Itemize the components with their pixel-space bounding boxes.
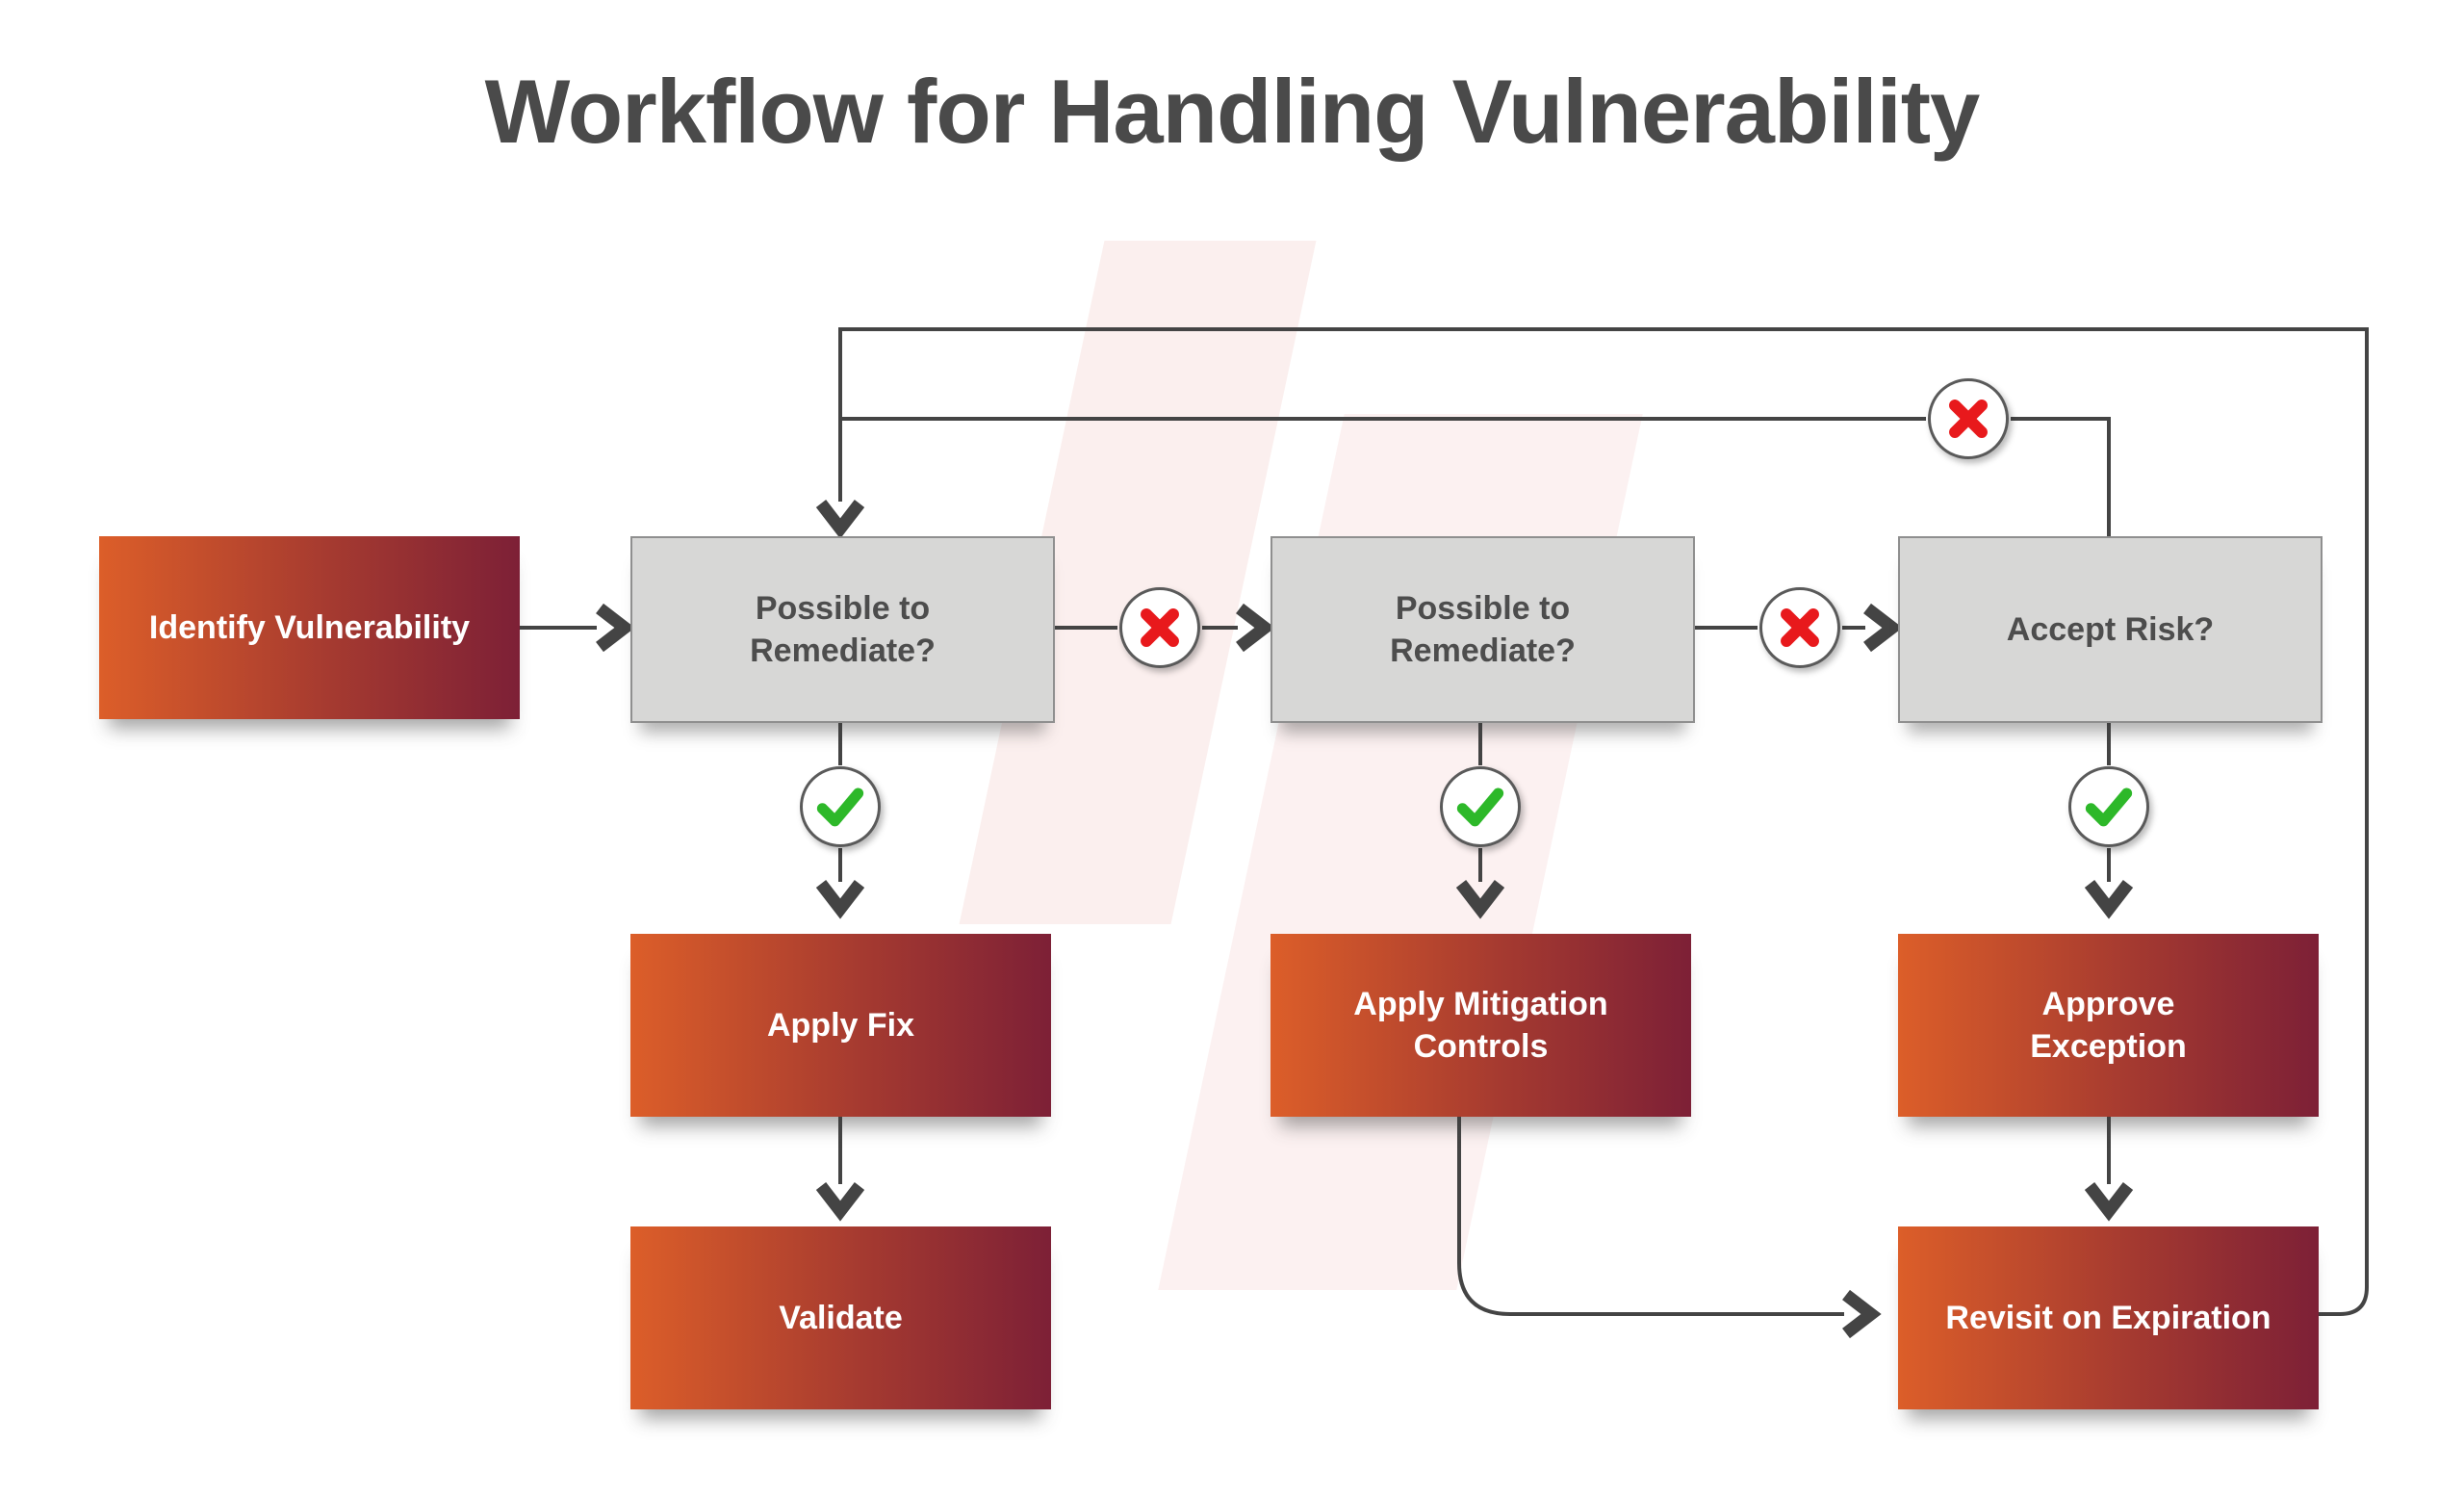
- arrowhead-into-accept: [1863, 603, 1903, 653]
- arrowhead-into-possible1: [596, 603, 635, 653]
- node-accept-risk: Accept Risk?: [1898, 536, 2323, 723]
- node-label: Apply Mitigation Controls: [1353, 985, 1608, 1065]
- node-label: Accept Risk?: [2006, 610, 2215, 648]
- arrowhead-into-applyfix: [815, 880, 865, 919]
- check-icon: [1456, 787, 1504, 827]
- cross-icon: [1781, 608, 1819, 647]
- connector-accept-to-no3: [2011, 417, 2111, 536]
- cross-icon: [1141, 608, 1179, 647]
- yes-badge-1: [800, 766, 881, 847]
- node-label: Apply Fix: [766, 1006, 915, 1044]
- node-apply-fix: Apply Fix: [630, 934, 1051, 1117]
- node-identify-vulnerability: Identify Vulnerability: [99, 536, 520, 719]
- node-possible-to-remediate-1: Possible to Remediate?: [630, 536, 1055, 723]
- check-icon: [816, 787, 864, 827]
- node-possible-to-remediate-2: Possible to Remediate?: [1270, 536, 1695, 723]
- node-label: Approve Exception: [2030, 985, 2187, 1065]
- check-icon: [2085, 787, 2133, 827]
- page-title: Workflow for Handling Vulnerability: [484, 61, 1981, 162]
- arrowhead-into-possible2: [1236, 603, 1275, 653]
- arrowhead-into-validate: [815, 1182, 865, 1222]
- no-badge-2: [1759, 587, 1840, 668]
- no-badge-1: [1119, 587, 1200, 668]
- cross-icon: [1949, 400, 1988, 438]
- arrowhead-into-approve: [2084, 880, 2134, 919]
- node-label: Possible to Remediate?: [750, 589, 936, 669]
- arrowhead-into-revisit-top: [2084, 1182, 2134, 1222]
- node-label: Identify Vulnerability: [148, 608, 471, 646]
- connector-revisit-loop-to-possible1: [838, 327, 2369, 1316]
- node-label: Revisit on Expiration: [1945, 1299, 2272, 1336]
- connector-mitigation-to-revisit: [1457, 1117, 1844, 1316]
- arrowhead-into-mitigation: [1455, 880, 1505, 919]
- node-approve-exception: Approve Exception: [1898, 934, 2319, 1117]
- node-label: Validate: [779, 1299, 903, 1336]
- node-validate: Validate: [630, 1226, 1051, 1409]
- yes-badge-2: [1440, 766, 1521, 847]
- no-badge-3: [1928, 378, 2009, 459]
- node-revisit-on-expiration: Revisit on Expiration: [1898, 1226, 2319, 1409]
- arrowhead-loop-into-possible1: [815, 500, 865, 539]
- arrowhead-into-revisit-left: [1842, 1289, 1882, 1339]
- node-label: Possible to Remediate?: [1390, 589, 1576, 669]
- node-apply-mitigation-controls: Apply Mitigation Controls: [1270, 934, 1691, 1117]
- yes-badge-3: [2068, 766, 2149, 847]
